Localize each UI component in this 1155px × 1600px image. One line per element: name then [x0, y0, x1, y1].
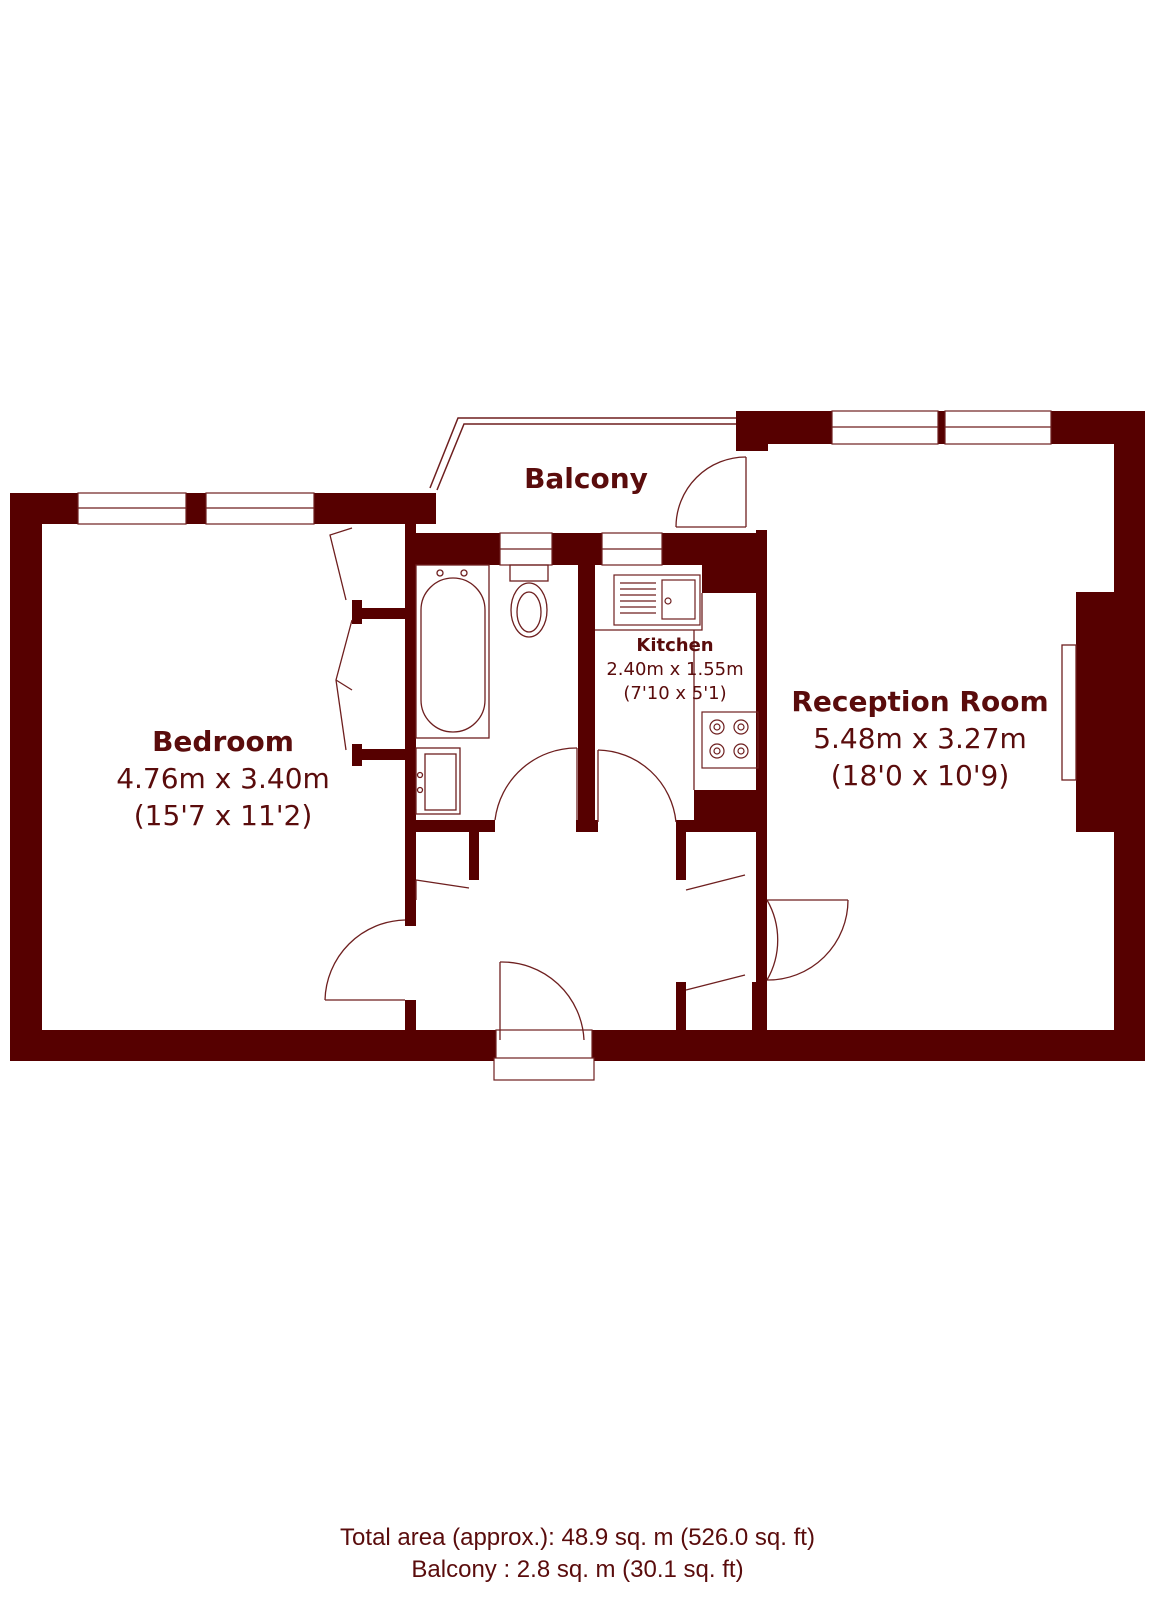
balcony-area: Balcony : 2.8 sq. m (30.1 sq. ft) — [411, 1556, 744, 1583]
reception-name: Reception Room — [791, 685, 1048, 718]
chimney-breast — [1076, 592, 1145, 832]
wardrobe-wall-1 — [352, 608, 406, 619]
reception-imperial: (18'0 x 10'9) — [831, 759, 1010, 792]
kitchen-worktop — [595, 593, 703, 790]
wall-kitchen-reception — [756, 530, 767, 1030]
cupboard-bottom-left-post — [676, 982, 686, 1032]
door-icon — [324, 456, 849, 1041]
reception-metric: 5.48m x 3.27m — [813, 722, 1027, 755]
cupboard-left-post — [469, 830, 479, 880]
wall-bedroom-hall-lower — [405, 1000, 416, 1030]
wall-bottom-right — [592, 1030, 1145, 1061]
wardrobe-wall-2 — [352, 749, 406, 760]
basin-icon — [415, 747, 461, 815]
radiator-icon — [1061, 644, 1077, 781]
toilet-icon — [509, 564, 549, 638]
balcony-name: Balcony — [524, 462, 648, 495]
wall-bottom-left — [10, 1030, 496, 1061]
bedroom-name: Bedroom — [152, 725, 294, 758]
cupboard-right-post — [676, 830, 686, 880]
wardrobe-icon — [329, 527, 353, 751]
cupboard-left-wall — [405, 820, 495, 832]
kitchen-metric: 2.40m x 1.55m — [606, 659, 743, 680]
balcony-outline — [429, 417, 740, 491]
wardrobe-post-1 — [352, 600, 362, 624]
cupboard-right-top — [676, 820, 767, 832]
wall-reception-top — [736, 411, 1145, 444]
bedroom-metric: 4.76m x 3.40m — [116, 762, 330, 795]
hob-icon — [701, 711, 759, 769]
wall-bedroom-left — [10, 493, 42, 1060]
kitchen-name: Kitchen — [636, 635, 713, 656]
kitchen-imperial: (7'10 x 5'1) — [623, 683, 726, 704]
bedroom-imperial: (15'7 x 11'2) — [134, 799, 313, 832]
bath-icon — [415, 564, 490, 739]
wall-bedroom-hall-upper — [405, 830, 416, 926]
sink-icon — [613, 574, 701, 626]
window-icon — [77, 410, 1052, 1081]
wall-bedroom-bath — [405, 524, 416, 830]
wall-bath-kitchen — [578, 565, 595, 830]
kitchen-top-block — [702, 533, 766, 593]
wardrobe-post-2 — [352, 744, 362, 766]
total-area: Total area (approx.): 48.9 sq. m (526.0 … — [340, 1524, 815, 1551]
cupboard-bottom-right-post — [752, 982, 762, 1032]
wall-reception-top-stub — [736, 411, 768, 451]
